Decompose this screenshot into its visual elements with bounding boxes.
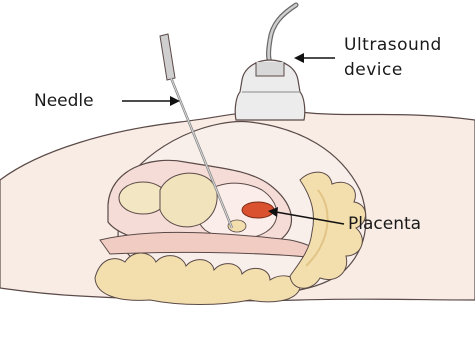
ultrasound-label-line1: Ultrasound: [344, 34, 442, 56]
textured-organ: [160, 173, 217, 227]
needle-label: Needle: [34, 90, 94, 112]
placenta: [242, 202, 274, 218]
ultrasound-label-line2: device: [344, 59, 403, 81]
needle-arrow: [122, 96, 180, 106]
placenta-label: Placenta: [348, 213, 421, 235]
needle-hub: [160, 34, 175, 80]
ultrasound-arrow: [294, 53, 335, 63]
